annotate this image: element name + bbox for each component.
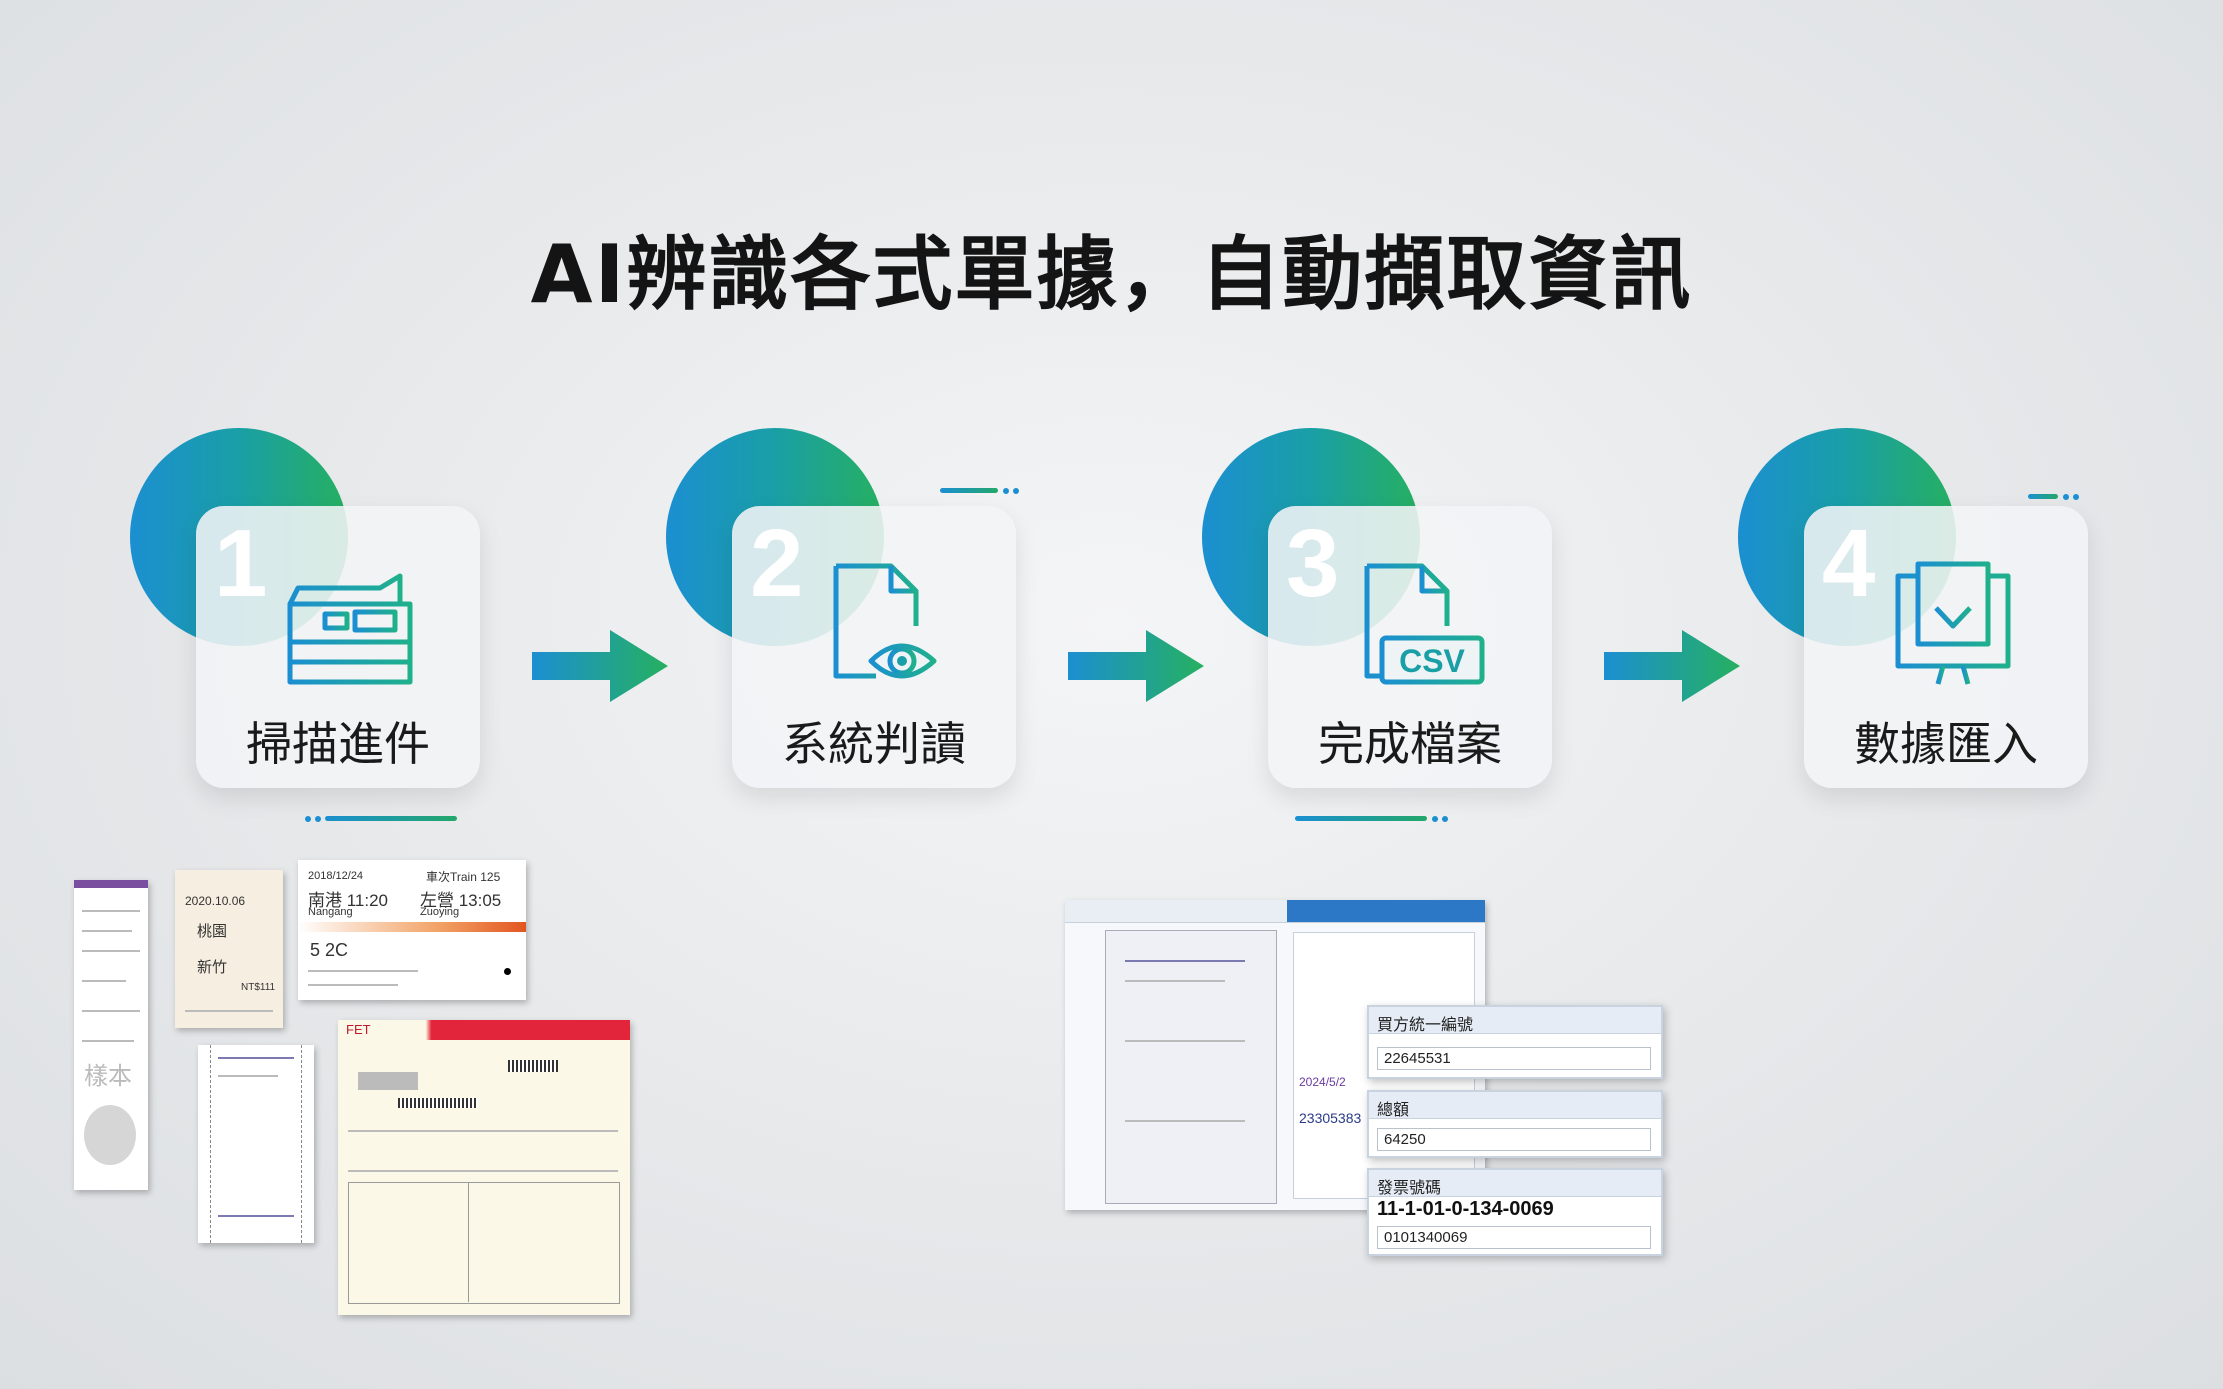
csv-text: CSV bbox=[1399, 643, 1465, 679]
decor-line bbox=[2028, 494, 2058, 499]
step-label: 系統判讀 bbox=[782, 717, 966, 771]
step-label: 數據匯入 bbox=[1854, 717, 2038, 771]
decor-dot bbox=[2063, 494, 2069, 500]
decor-dot bbox=[315, 816, 321, 822]
step-number: 1 bbox=[214, 510, 268, 617]
field-buyer-tax-id: 買方統一編號 22645531 bbox=[1367, 1005, 1663, 1079]
csv-file-icon: CSV bbox=[1364, 563, 1485, 685]
field-invoice-number: 發票號碼 11-1-01-0-134-0069 0101340069 bbox=[1367, 1168, 1663, 1256]
field-total-amount: 總額 64250 bbox=[1367, 1090, 1663, 1158]
decor-line bbox=[1295, 816, 1427, 821]
decor-line bbox=[940, 488, 998, 493]
arrow-right-icon bbox=[1604, 630, 1740, 702]
receipt-telecom-bill: FET bbox=[338, 1020, 630, 1315]
sample-stamp-text: 樣本 bbox=[84, 1063, 132, 1090]
arrow-right-icon bbox=[1068, 630, 1204, 702]
step-4-import: 4 數據匯入 bbox=[1738, 428, 2088, 798]
decor-dot bbox=[1003, 488, 1009, 494]
receipt-invoice-perforated bbox=[198, 1045, 314, 1243]
decor-dot bbox=[1442, 816, 1448, 822]
decor-dot bbox=[1432, 816, 1438, 822]
decor-dot bbox=[305, 816, 311, 822]
step-3-file: 3 CSV 完成檔案 bbox=[1202, 428, 1552, 798]
decor-dot bbox=[1013, 488, 1019, 494]
step-number: 2 bbox=[750, 510, 804, 617]
step-label: 完成檔案 bbox=[1318, 717, 1502, 771]
page-title: AI辨識各式單據，自動擷取資訊 bbox=[530, 228, 1693, 321]
monitor-download-icon bbox=[1895, 561, 2011, 687]
extraction-preview: 23305383 2024/5/2 買方統一編號 22645531 總額 642… bbox=[1065, 900, 1665, 1260]
sample-receipts: 樣本 2020.10.06 桃園 新竹 NT$111 2018/12/24 車次… bbox=[70, 860, 630, 1320]
step-number: 3 bbox=[1286, 510, 1340, 617]
receipt-long: 樣本 bbox=[74, 880, 148, 1190]
recognition-window: 23305383 2024/5/2 bbox=[1065, 900, 1485, 1210]
arrow-right-icon bbox=[532, 630, 668, 702]
receipt-hsr-ticket: 2018/12/24 車次Train 125 南港 11:20 左營 13:05… bbox=[298, 860, 526, 1000]
decor-line bbox=[325, 816, 457, 821]
step-1-scan: 1 掃描進件 bbox=[130, 428, 480, 798]
copier-scanner-icon bbox=[287, 573, 413, 685]
step-label: 掃描進件 bbox=[246, 717, 430, 771]
decor-dot bbox=[2073, 494, 2079, 500]
step-2-recognize: 2 系統判讀 bbox=[666, 428, 1016, 798]
receipt-small-ticket: 2020.10.06 桃園 新竹 NT$111 bbox=[175, 870, 283, 1028]
document-eye-icon bbox=[833, 563, 937, 679]
step-card bbox=[732, 506, 1016, 788]
step-card bbox=[1804, 506, 2088, 788]
step-number: 4 bbox=[1822, 510, 1876, 617]
step-card bbox=[196, 506, 480, 788]
